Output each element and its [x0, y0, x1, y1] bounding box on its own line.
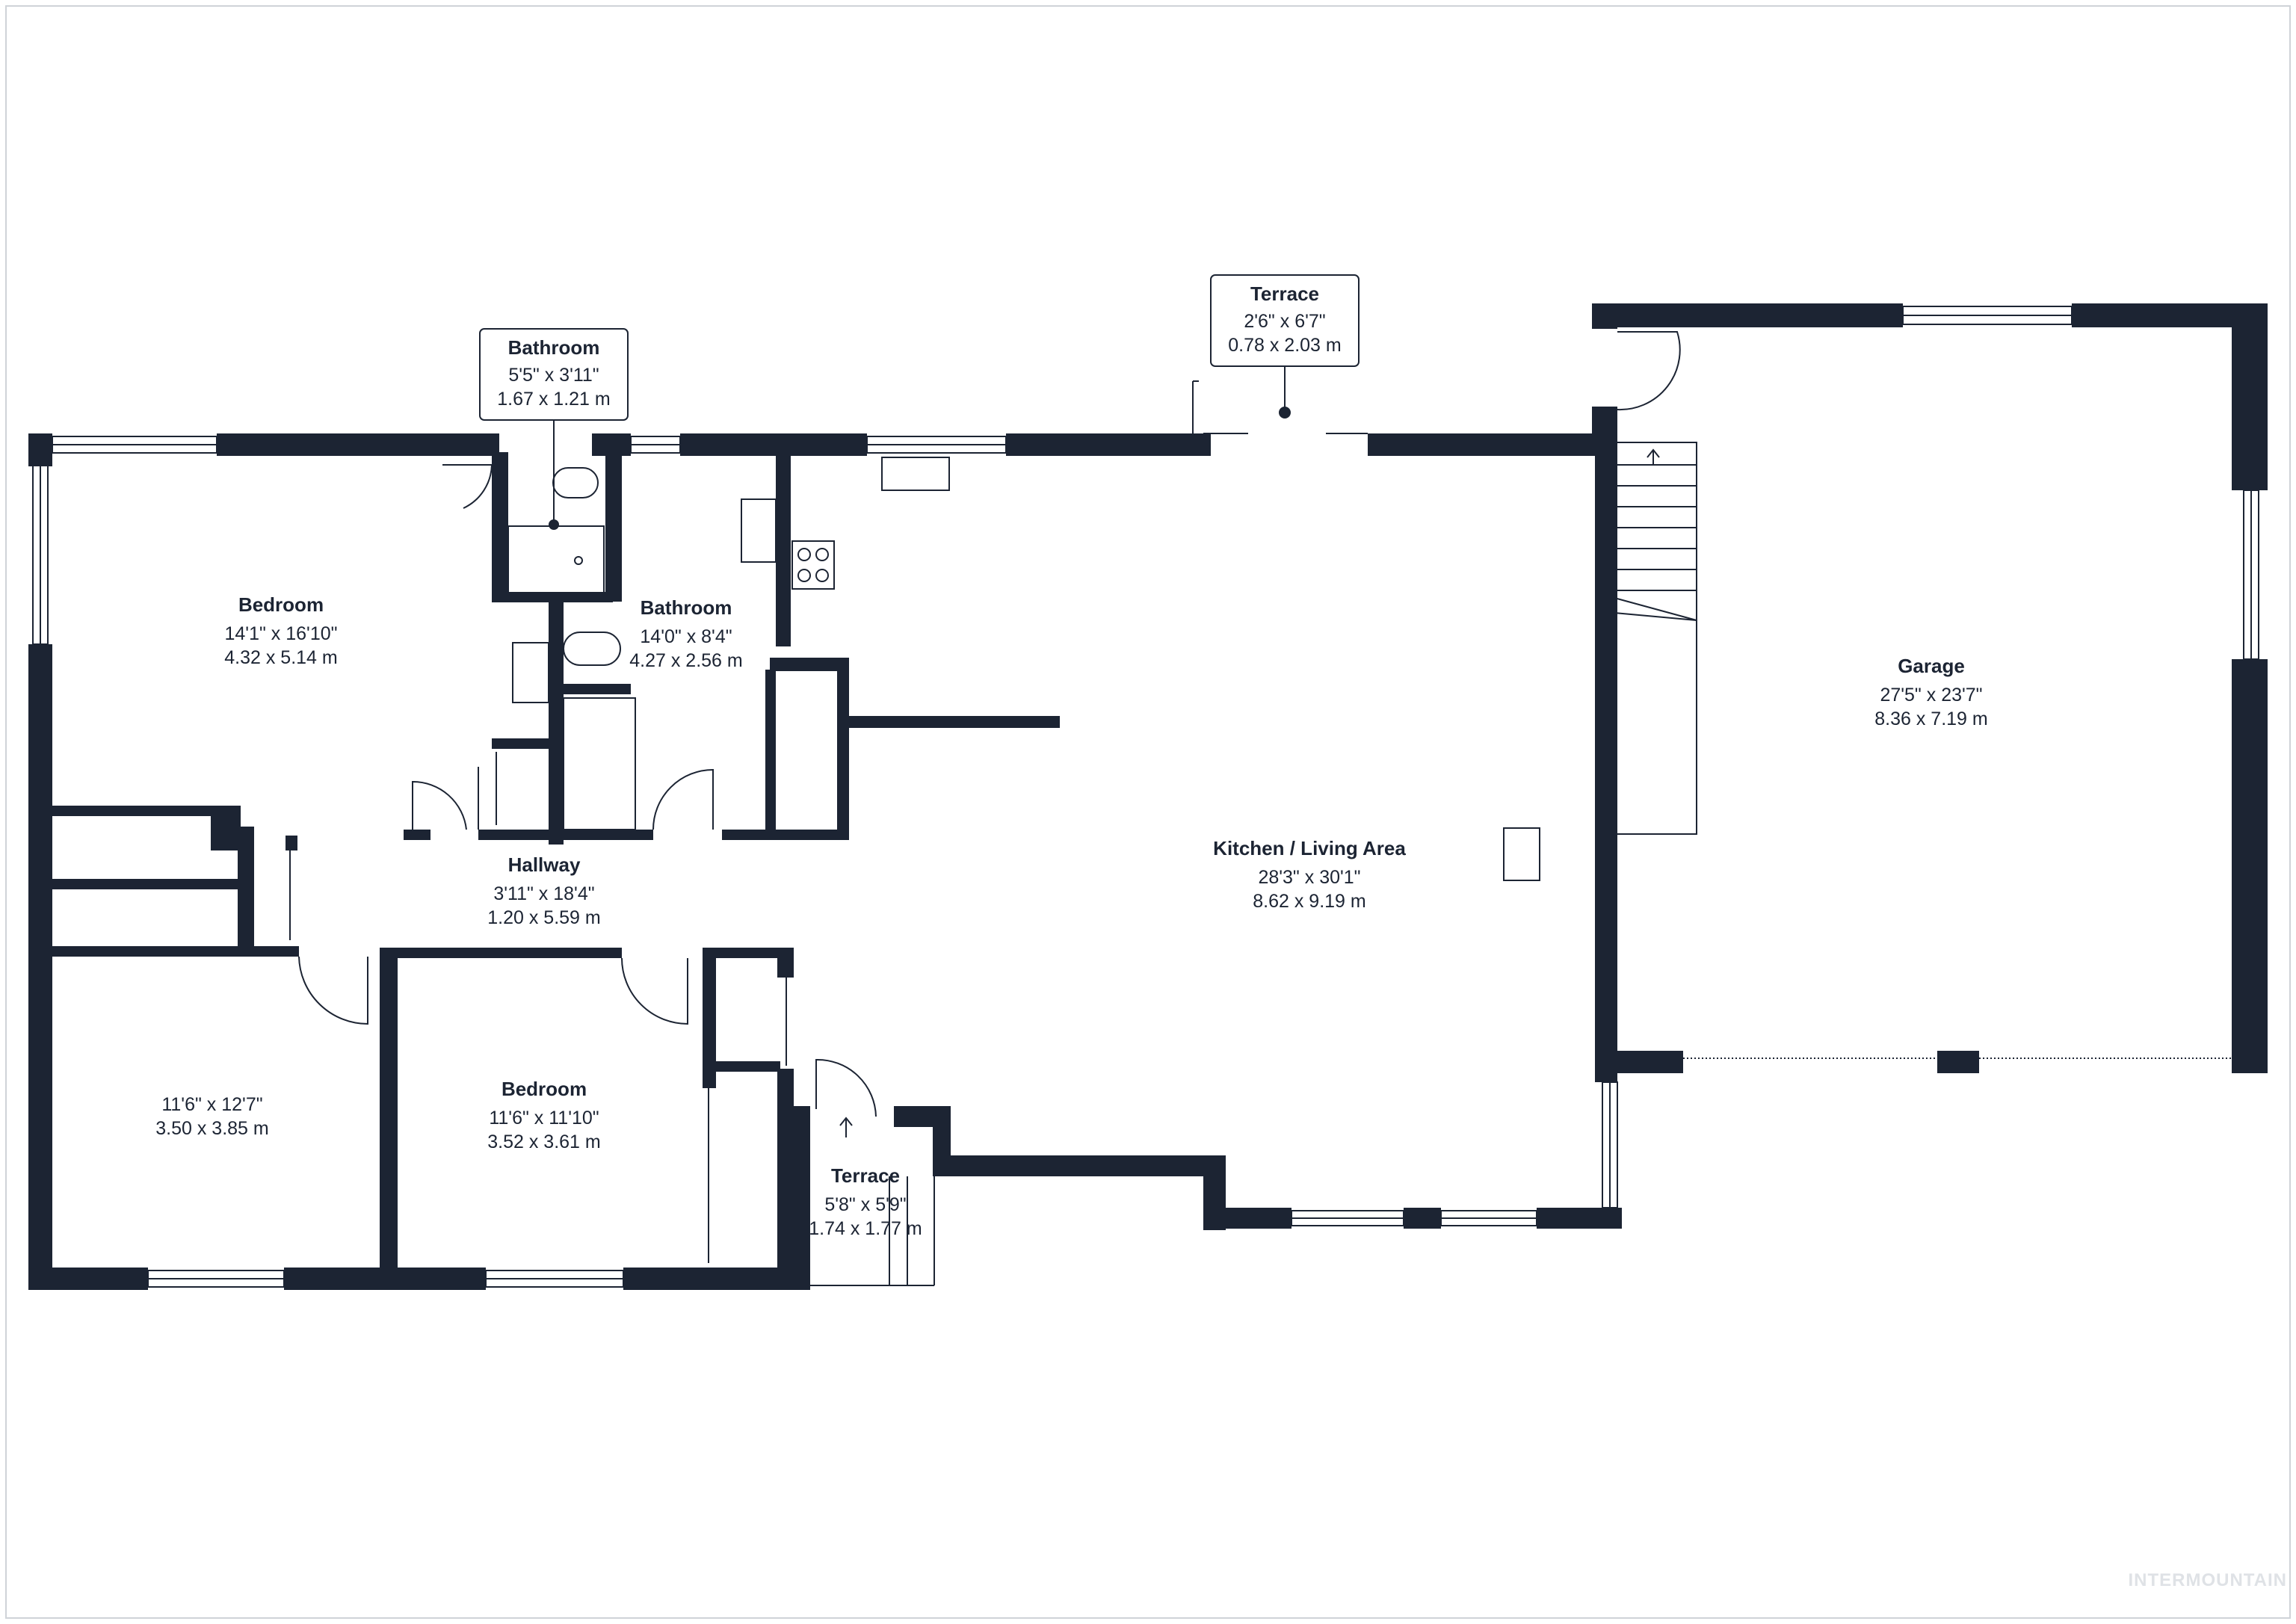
- label-pointers: [549, 366, 1291, 530]
- room-dim-imperial: 3'11" x 18'4": [493, 883, 594, 904]
- room-dim-metric: 1.20 x 5.59 m: [487, 907, 600, 928]
- room-label-bedroom-2: Bedroom 11'6" x 11'10" 3.52 x 3.61 m: [487, 1078, 600, 1152]
- room-dim-metric: 8.62 x 9.19 m: [1253, 891, 1365, 912]
- toilet-icon: [552, 467, 599, 498]
- room-dim-imperial: 5'5" x 3'11": [508, 365, 599, 386]
- doors: [298, 331, 1681, 1117]
- room-dim-metric: 1.74 x 1.77 m: [809, 1218, 922, 1239]
- shower-icon: [507, 525, 605, 594]
- room-name: Bathroom: [641, 596, 732, 619]
- room-name: Terrace: [1250, 282, 1319, 305]
- room-name: Kitchen / Living Area: [1213, 837, 1406, 859]
- room-label-bedroom-1: Bedroom 14'1" x 16'10" 4.32 x 5.14 m: [224, 593, 337, 668]
- room-label-bathroom-2: Bathroom 14'0" x 8'4" 4.27 x 2.56 m: [629, 596, 742, 671]
- room-dim-metric: 3.52 x 3.61 m: [487, 1131, 600, 1152]
- page-frame: [5, 5, 2291, 1619]
- kitchen-sink-icon: [741, 498, 777, 563]
- room-name: Bathroom: [508, 336, 600, 359]
- room-dim-metric: 4.27 x 2.56 m: [629, 650, 742, 671]
- room-label-bathroom-upper: Bathroom 5'5" x 3'11" 1.67 x 1.21 m: [497, 336, 610, 410]
- room-dim-metric: 0.78 x 2.03 m: [1228, 335, 1341, 356]
- room-label-hallway: Hallway 3'11" x 18'4" 1.20 x 5.59 m: [487, 853, 600, 928]
- room-label-terrace-bottom: Terrace 5'8" x 5'9" 1.74 x 1.77 m: [809, 1164, 922, 1239]
- room-label-kitchen-living: Kitchen / Living Area 28'3" x 30'1" 8.62…: [1213, 837, 1406, 912]
- room-dim-imperial: 28'3" x 30'1": [1258, 867, 1360, 888]
- kitchen-sink-icon: [881, 457, 950, 491]
- cooktop-icon: [791, 540, 835, 590]
- windows: [32, 306, 2259, 1288]
- toilet-icon: [563, 632, 621, 666]
- room-label-garage: Garage 27'5" x 23'7" 8.36 x 7.19 m: [1874, 655, 1987, 729]
- label-boxes: [479, 274, 1360, 421]
- sink-icon: [512, 642, 549, 703]
- room-name: Garage: [1898, 655, 1965, 677]
- room-dim-imperial: 2'6" x 6'7": [1244, 311, 1325, 332]
- room-dim-imperial: 14'1" x 16'10": [224, 623, 337, 644]
- fixtures: [507, 442, 1697, 1286]
- watermark-text: INTERMOUNTAIN: [2128, 1570, 2287, 1590]
- stairs-icon: [1614, 442, 1697, 835]
- room-dim-imperial: 27'5" x 23'7": [1880, 685, 1982, 706]
- room-label-terrace-top: Terrace 2'6" x 6'7" 0.78 x 2.03 m: [1228, 282, 1341, 356]
- room-dim-metric: 4.32 x 5.14 m: [224, 647, 337, 668]
- room-name: Hallway: [508, 853, 581, 876]
- room-name: Bedroom: [238, 593, 324, 616]
- room-name: Bedroom: [502, 1078, 587, 1100]
- room-dim-metric: 1.67 x 1.21 m: [497, 389, 610, 410]
- room-dim-imperial: 5'8" x 5'9": [824, 1194, 906, 1215]
- bathtub-icon: [563, 697, 636, 830]
- walls: [28, 303, 2268, 1290]
- room-dim-metric: 8.36 x 7.19 m: [1874, 708, 1987, 729]
- room-dim-imperial: 11'6" x 12'7": [161, 1094, 262, 1115]
- room-dim-metric: 3.50 x 3.85 m: [155, 1118, 268, 1139]
- fireplace-icon: [1503, 827, 1540, 881]
- room-label-unnamed: 11'6" x 12'7" 3.50 x 3.85 m: [155, 1094, 268, 1139]
- room-dim-imperial: 14'0" x 8'4": [640, 626, 732, 647]
- room-dim-imperial: 11'6" x 11'10": [489, 1108, 599, 1129]
- room-labels: Bedroom 14'1" x 16'10" 4.32 x 5.14 m Bat…: [155, 282, 1987, 1239]
- terrace-steps-icon: [810, 1117, 935, 1286]
- room-name: Terrace: [831, 1164, 900, 1187]
